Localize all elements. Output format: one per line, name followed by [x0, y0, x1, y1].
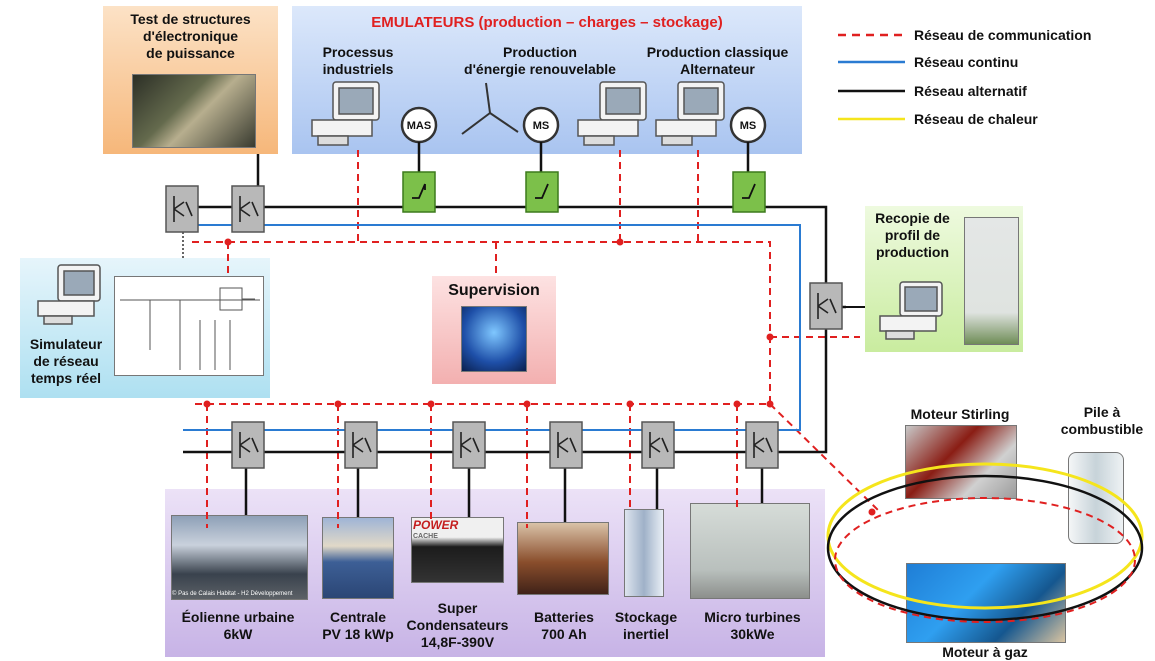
gas-engine-label: Moteur à gaz [942, 644, 1028, 660]
legend-heat: Réseau de chaleur [914, 111, 1038, 127]
emulators-title: EMULATEURS (production – charges – stock… [371, 14, 723, 31]
converter-icon [549, 421, 583, 469]
legend-dc: Réseau continu [914, 54, 1019, 70]
urban-wind-photo [171, 515, 308, 600]
converter-icon [809, 282, 843, 330]
photo-caption: © Pas de Calais Habitat - H2 Développeme… [172, 591, 293, 597]
flywheel-photo [624, 509, 664, 597]
computer-icon [311, 81, 380, 146]
switch-icon [732, 171, 766, 213]
converter-icon [745, 421, 779, 469]
legend-ac: Réseau alternatif [914, 83, 1027, 99]
machine-label: MS [533, 120, 550, 132]
switch-icon [525, 171, 559, 213]
converter-icon [641, 421, 675, 469]
legend-communication: Réseau de communication [914, 27, 1092, 43]
switch-icon [402, 171, 436, 213]
power-electronics-photo [132, 74, 256, 148]
stirling-engine-photo [905, 425, 1017, 499]
pv-plant-photo [322, 517, 394, 599]
communication-nodes [203, 238, 876, 516]
communication-network [192, 150, 881, 528]
computer-icon [879, 281, 943, 340]
grid-schematic-image [114, 276, 264, 376]
batteries-photo [517, 522, 609, 595]
machine-label: MS [740, 120, 757, 132]
heat-network [826, 462, 1144, 623]
converter-icon [231, 185, 265, 233]
converter-icon [165, 185, 199, 233]
converter-icon [344, 421, 378, 469]
wind-turbine-icon [461, 82, 519, 135]
machine-label: MAS [407, 120, 431, 132]
microturbine-photo [690, 503, 810, 599]
wind-turbine-photo [964, 217, 1019, 345]
supervision-title: Supervision [448, 282, 540, 299]
computer-icon [655, 81, 725, 146]
converter-icon [231, 421, 265, 469]
legend-lines [838, 33, 905, 121]
grid-schematic [120, 287, 260, 370]
stirling-label: Moteur Stirling [910, 406, 1010, 422]
computer-icon [577, 81, 647, 146]
supercap-photo [411, 517, 504, 583]
computer-icon [37, 264, 101, 325]
dc-network [183, 224, 801, 431]
brain-image [461, 306, 527, 372]
converter-icon [452, 421, 486, 469]
